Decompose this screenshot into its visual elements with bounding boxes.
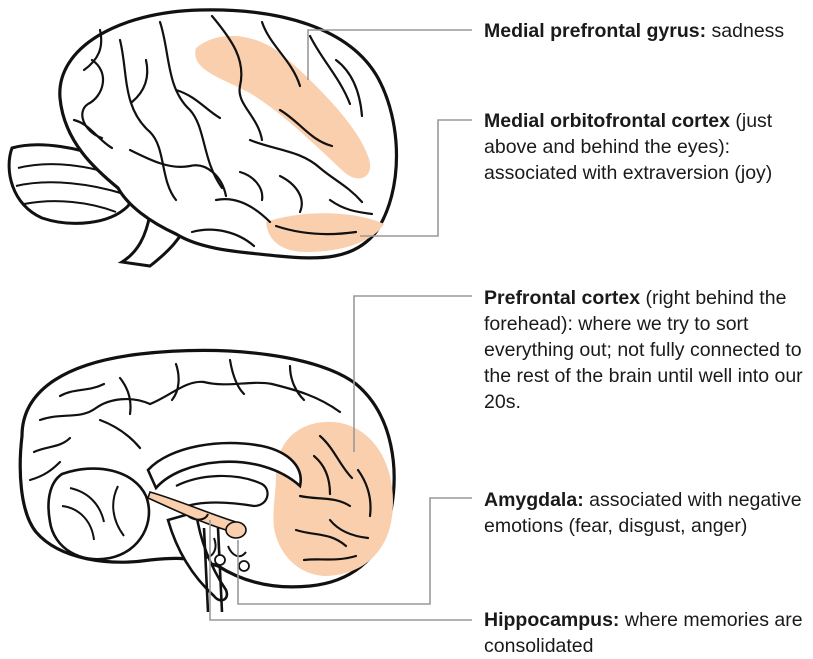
callout-term: Amygdala: [484, 489, 584, 511]
callout-amygdala: Amygdala: associated with negative emoti… [484, 487, 809, 539]
callout-term: Medial prefrontal gyrus: [484, 20, 706, 42]
callout-description: sadness [706, 20, 784, 42]
lateral-brain [9, 10, 396, 266]
callout-hippocampus: Hippocampus: where memories are consolid… [484, 607, 809, 659]
callout-prefrontal-cortex: Prefrontal cortex (right behind the fore… [484, 285, 809, 415]
sagittal-cerebellum [49, 469, 149, 560]
callout-term: Hippocampus: [484, 609, 619, 631]
sagittal-brain [20, 351, 394, 612]
callout-term: Medial orbitofrontal cortex [484, 110, 730, 132]
medial-orbitofrontal-cortex-highlight [266, 213, 384, 252]
callout-term: Prefrontal cortex [484, 287, 640, 309]
callout-medial-orbitofrontal-cortex: Medial orbitofrontal cortex (just above … [484, 108, 809, 186]
callout-medial-prefrontal-gyrus: Medial prefrontal gyrus: sadness [484, 18, 809, 44]
amygdala-highlight [226, 522, 246, 538]
